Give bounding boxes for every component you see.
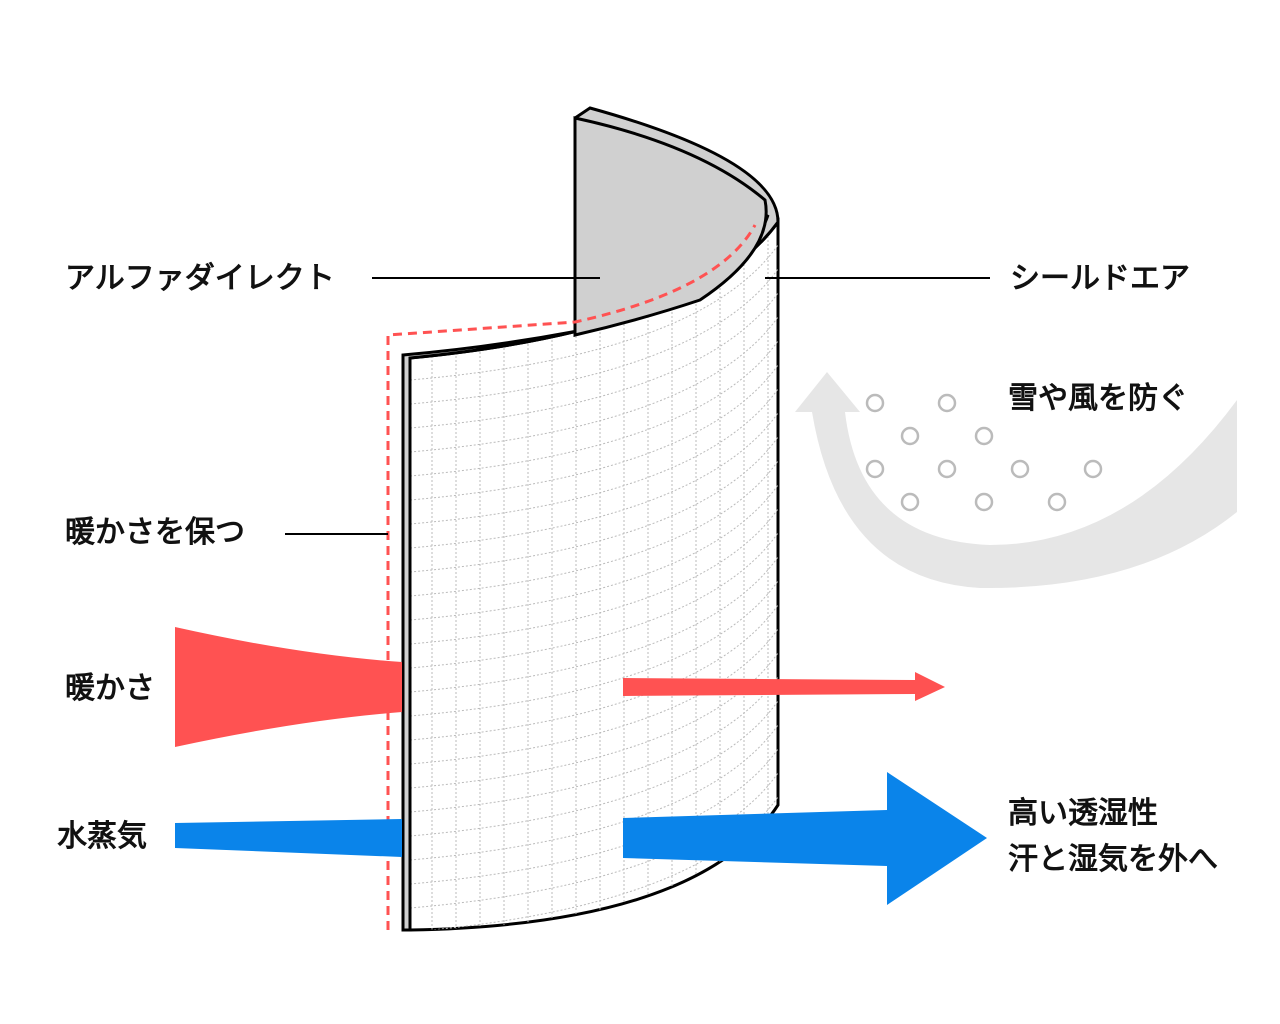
label-high-breathability: 高い透湿性 [1008,796,1158,831]
warmth-outgoing-arrow [623,672,945,701]
warmth-incoming [175,627,402,747]
label-block-snow-wind: 雪や風を防ぐ [1008,381,1188,416]
particle-circle [937,459,957,479]
particle-circle [974,426,994,446]
label-sweat-out: 汗と湿気を外へ [1008,842,1218,877]
particle-circle [1047,492,1067,512]
label-shield-air: シールドエア [1010,261,1190,296]
particle-circle [1010,459,1030,479]
vapor-outgoing-arrow [623,772,987,905]
grid-line [410,388,778,525]
warm-boundary-dashed [386,224,757,930]
grid-line [410,508,778,645]
grid-line [410,772,778,909]
particle-circle [900,426,920,446]
grid-line [410,436,778,573]
vapor-incoming [175,819,402,857]
particle-circle [900,492,920,512]
label-alpha-direct: アルファダイレクト [65,261,335,296]
grid-line [410,460,778,597]
wind-curved-arrow [795,372,1237,589]
grid-line [410,316,778,453]
particle-circle [865,393,885,413]
grid-line [410,748,778,885]
grid-line [410,628,778,765]
grid-line [410,604,778,741]
grid-line [410,484,778,621]
grid-line [410,244,778,381]
label-warmth: 暖かさ [65,671,155,706]
grid-line [410,412,778,549]
grid-line [410,724,778,861]
grid-line [410,556,778,693]
particle-circle [1083,459,1103,479]
grid-line [410,676,778,813]
particles [865,393,1103,512]
fleece-inner [573,116,768,337]
particle-circle [865,459,885,479]
particle-circle [937,393,957,413]
grid-line [410,340,778,477]
grid-line [410,532,778,669]
grid-line [410,364,778,501]
grid-line [410,268,778,405]
label-water-vapor: 水蒸気 [57,819,147,854]
particle-circle [974,492,994,512]
grid-line [410,700,778,837]
label-keep-warm: 暖かさを保つ [65,515,245,550]
grid-line [410,580,778,717]
grid-line [410,292,778,429]
